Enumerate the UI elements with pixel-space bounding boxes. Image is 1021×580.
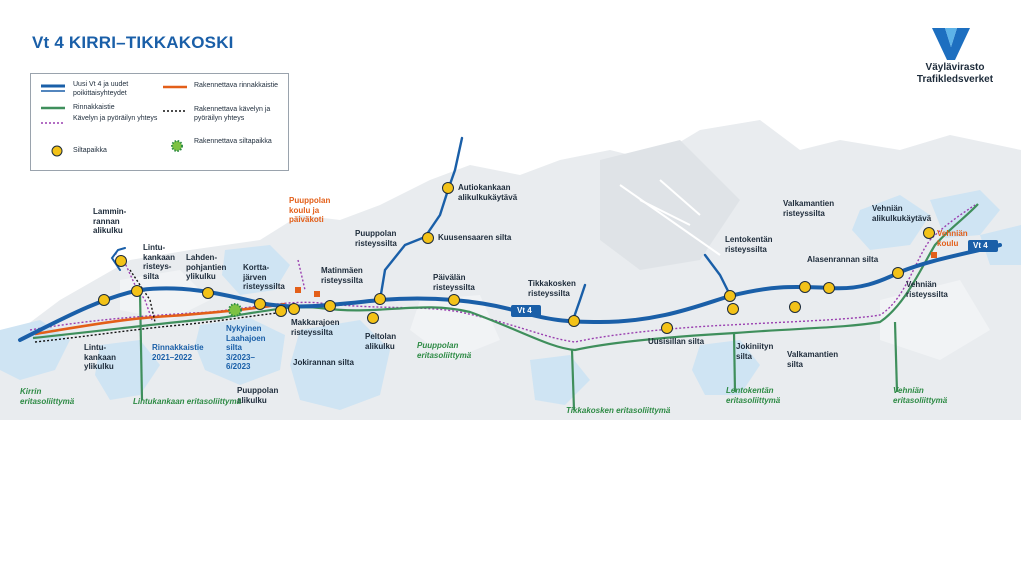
legend-parallel: Rinnakkaistie: [73, 104, 115, 111]
legend: Uusi Vt 4 ja uudet poikittaisyhteydet Ri…: [30, 73, 289, 171]
page-title: Vt 4 KIRRI–TIKKAKOSKI: [32, 33, 234, 52]
bridge-site-makkarajoen: [288, 303, 300, 315]
label-vt4-a: Vt 4: [517, 306, 532, 315]
legend-construction-parallel: Rakennettava rinnakkaistie: [194, 82, 279, 89]
bridge-site-lahdenpohjantien: [202, 287, 214, 299]
bridge-site-lentokentan-risteys: [724, 290, 736, 302]
vt4-shield-a: [511, 305, 541, 317]
label-lintukankaan-eritaso: Lintukankaan eritasoliittymä: [133, 397, 242, 406]
logo: Väylävirasto Trafikledsverket: [900, 26, 1010, 86]
school-marker-puuppola-b: [314, 291, 320, 297]
construction-bridge-laahajoki: [228, 303, 242, 317]
bridge-site-lintukankaan-ylikulku: [98, 294, 110, 306]
bridge-site-vehnian-risteys: [892, 267, 904, 279]
label-uusisillan: Uusisillan silta: [648, 337, 705, 346]
bridge-site-jokiniityn: [727, 303, 739, 315]
vaylavirasto-logo-icon: [932, 28, 970, 60]
school-marker-puuppola-a: [295, 287, 301, 293]
bridge-site-puuppolan-risteys: [374, 293, 386, 305]
legend-symbols: [41, 84, 187, 157]
logo-line1: Väylävirasto: [925, 62, 985, 73]
airport: [619, 179, 721, 256]
label-kuusensaaren: Kuusensaaren silta: [438, 233, 512, 242]
bridge-site-lamminrannan: [115, 255, 127, 267]
bridge-site-autiokankaan: [442, 182, 454, 194]
legend-walk: Kävelyn ja pyöräilyn yhteys: [73, 115, 158, 122]
parallel-road: [32, 203, 979, 411]
bridge-site-valkamantien-silta: [789, 301, 801, 313]
bridge-site-matinmaen: [324, 300, 336, 312]
bridge-site-valkamantien-risteys: [799, 281, 811, 293]
bridge-site-paivalan: [448, 294, 460, 306]
label-tikkakosken-eritaso: Tikkakosken eritasoliittymä: [566, 406, 671, 415]
legend-construction-bridge-icon: [171, 140, 183, 152]
legend-construction-bridge: Rakennettava siltapaikka: [194, 138, 272, 145]
construction-walk: [34, 269, 286, 343]
bridge-site-alasenrannan: [823, 282, 835, 294]
label-alasenrannan: Alasenrannan silta: [807, 255, 879, 264]
logo-line2: Trafikledsverket: [916, 74, 994, 85]
bridge-site-peltolan: [367, 312, 379, 324]
legend-construction-walk: Rakennettava kävelyn ja pyöräilyn yhteys: [194, 106, 271, 122]
bridge-site-kuusensaaren: [422, 232, 434, 244]
bridge-sites: [98, 182, 935, 334]
vt4-shield-b: [968, 240, 998, 252]
legend-new-road: Uusi Vt 4 ja uudet poikittaisyhteydet: [73, 81, 129, 97]
label-vt4-b: Vt 4: [973, 241, 988, 250]
legend-bridge-icon: [51, 145, 63, 157]
label-jokirannan: Jokirannan silta: [293, 358, 354, 367]
bridge-site-korttajarven: [254, 298, 266, 310]
bridge-site-puuppolan-alikulku: [275, 305, 287, 317]
vt4-road: [18, 136, 1002, 342]
bridge-site-lintukankaan-risteys: [131, 285, 143, 297]
bridge-site-uusisillan: [661, 322, 673, 334]
lakes: [0, 190, 1021, 410]
legend-bridge: Siltapaikka: [73, 147, 107, 154]
construction-parallel: [34, 302, 286, 336]
school-marker-vehnia: [931, 252, 937, 258]
bridge-site-tikkakosken-risteys: [568, 315, 580, 327]
bridge-site-vehnian-alikulku: [923, 227, 935, 239]
